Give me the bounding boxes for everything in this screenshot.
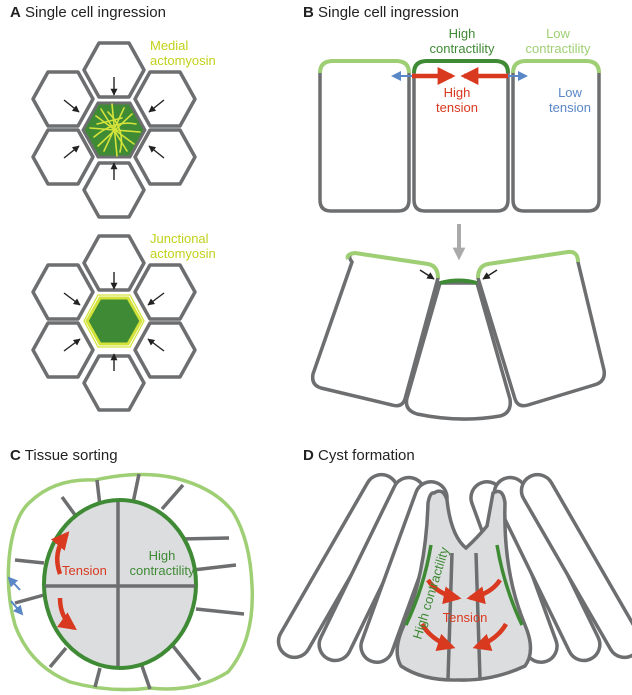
hex-cell: [31, 263, 95, 321]
cell-right: [511, 59, 601, 213]
label-tension-d: Tension: [443, 610, 488, 625]
hex-cell: [133, 321, 197, 379]
cell-elongated: [519, 472, 632, 660]
apical-low-right: [511, 59, 601, 74]
blue-arrow-c-up: [7, 576, 21, 591]
black-arrow-right: [482, 269, 498, 280]
cyst-internal-walls: [446, 552, 482, 680]
tension-arrow-down: [57, 597, 77, 631]
cells-before-ingression: [318, 59, 601, 213]
tension-arrow-d-2: [466, 578, 502, 605]
label-tension-c: Tension: [62, 563, 107, 578]
hex-cell: [82, 161, 146, 219]
cells-after-ingression: [310, 249, 607, 421]
hex-cell: [133, 263, 197, 321]
hex-cell: [31, 128, 95, 186]
tension-arrow-d-4: [472, 622, 508, 651]
apical-low-left-after: [345, 250, 440, 279]
tension-arrow-up: [50, 531, 70, 575]
junctional-actomyosin-ring: [83, 294, 145, 348]
apical-low-left: [318, 59, 411, 74]
inward-arrows-bottom: [63, 272, 165, 371]
hex-cell: [133, 128, 197, 186]
cell-center: [412, 59, 510, 213]
hex-cell: [82, 354, 146, 412]
hex-cell: [31, 321, 95, 379]
cell-ingressing: [404, 281, 513, 421]
hex-cell: [82, 234, 146, 292]
inward-arrows-top: [63, 77, 165, 180]
tension-arrow-d-3: [420, 622, 456, 651]
panel-b-title: B Single cell ingression: [303, 4, 459, 21]
outer-cell-walls: [14, 473, 245, 690]
panel-d-title: D Cyst formation: [303, 447, 415, 464]
apical-high-after: [439, 278, 478, 285]
apical-high-center: [412, 59, 510, 74]
panel-a-title: A Single cell ingression: [10, 4, 166, 21]
contractility-edge-right: [495, 544, 524, 626]
black-arrow-left: [419, 269, 435, 280]
hex-cluster-junctional: [31, 234, 197, 412]
blue-arrow-c-down: [10, 600, 24, 616]
hex-cluster-medial: [31, 41, 197, 219]
apical-low-right-after: [476, 249, 580, 279]
core-cell-walls: [45, 502, 195, 666]
central-cell-junctional: [85, 296, 143, 346]
cell-left: [318, 59, 411, 213]
panel-d: D Cyst formation Tension High contractil…: [276, 447, 632, 682]
contractility-edge-left: [404, 544, 433, 626]
panel-c-title: C Tissue sorting: [10, 447, 118, 464]
medial-actomyosin-fibers: [89, 103, 141, 157]
hex-cell: [82, 41, 146, 99]
hex-cell: [133, 70, 197, 128]
tension-arrow-d-1: [426, 578, 462, 605]
high-contractility-core: [42, 498, 198, 670]
hex-cell: [31, 70, 95, 128]
